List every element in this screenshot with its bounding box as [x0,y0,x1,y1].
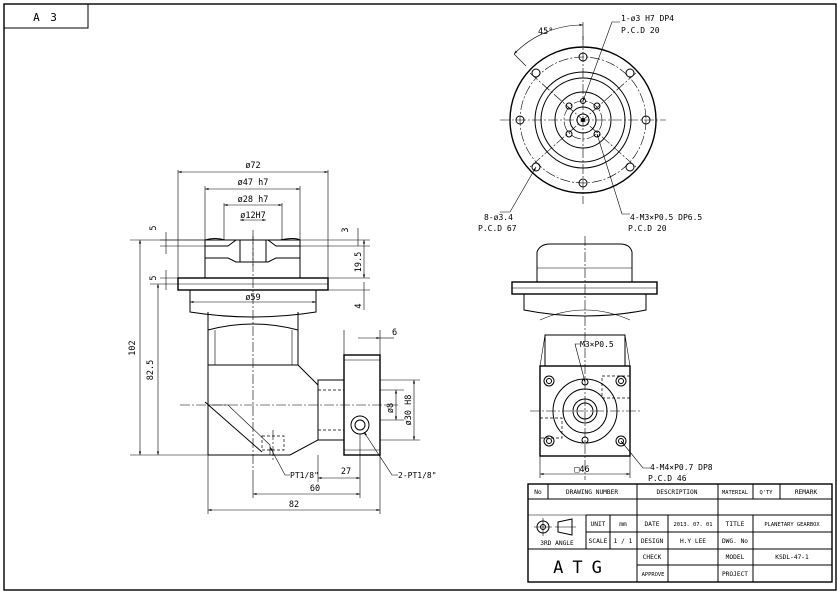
dim-w82: 82 [289,500,299,510]
tb-dwg-label: DWG. No [722,538,748,545]
tb-h-no: No [534,489,542,496]
tb-unit-label: UNIT [591,521,606,528]
note-hole8-b: P.C.D 67 [478,224,517,233]
note-m4-a: 4-M4×P0.7 DP8 [650,463,713,472]
third-angle-symbol [534,518,576,536]
dim-d8: ø8 [386,403,396,413]
note-hole4-b: P.C.D 20 [628,224,667,233]
tb-projection: 3RD ANGLE [540,540,574,547]
note-hole1-a: 1-ø3 H7 DP4 [621,14,674,23]
note-pt1: PT1/8" [290,471,319,480]
tb-h-description: DESCRIPTION [657,489,698,496]
tb-design-value: H.Y LEE [680,538,706,545]
tb-approve-label: APPROVE [642,572,665,578]
dim-d28: ø28 h7 [238,195,269,205]
front-view: 45° 1-ø3 H7 DP4 P.C.D 20 8-ø3.4 P.C.D 67… [478,14,702,233]
tb-date-value: 2013. 07. 01 [674,522,713,528]
dim-t3: 3 [341,227,351,232]
dim-t4: 4 [354,303,364,308]
tb-project-label: PROJECT [722,571,748,578]
tb-h-material: MATERIAL [722,490,748,496]
tb-model-label: MODEL [726,554,745,561]
sheet-border [3,3,837,591]
sheet-size-label: A 3 [33,11,59,24]
note-m4-b: P.C.D 46 [648,474,687,483]
note-hole8-a: 8-ø3.4 [484,213,513,222]
tb-date-label: DATE [645,521,660,528]
atg-logo: ATG [553,558,611,578]
note-hole4-a: 4-M3×P0.5 DP6.5 [630,213,702,222]
dim-sq46: □46 [574,465,589,475]
tb-scale-label: SCALE [589,538,608,545]
tb-check-label: CHECK [643,554,662,561]
tb-h-drawing-number: DRAWING NUMBER [566,489,618,496]
dim-d12: ø12H7 [240,211,266,221]
dim-d47: ø47 h7 [238,178,269,188]
tb-model-value: KSDL-47-1 [775,554,809,561]
dim-h102: 102 [128,340,138,355]
dim-t6: 6 [392,328,397,338]
note-pt2: 2-PT1/8" [398,471,437,480]
sheet-size-tag: A 3 [3,3,89,29]
pcd67-holes [515,52,651,188]
dim-t195: 19.5 [354,252,364,272]
title-block: No DRAWING NUMBER DESCRIPTION MATERIAL Q… [527,483,833,583]
dim-t5a: 5 [149,225,159,230]
tb-title-label: TITLE [726,521,745,528]
tb-scale-value: 1 / 1 [614,538,633,545]
note-m3: M3×P0.5 [580,340,614,349]
m4-corner-holes [543,375,627,447]
tb-design-label: DESIGN [641,538,664,545]
dim-w27: 27 [341,467,351,477]
tb-h-remark: REMARK [795,489,818,496]
tb-title-value: PLANETARY GEARBOX [764,522,820,528]
rear-view: M3×P0.5 □46 4-M4×P0.7 DP8 P.C.D 46 [511,236,713,483]
side-view: ø72 ø47 h7 ø28 h7 ø12H7 ø59 5 5 3 19.5 4 [128,161,437,514]
dim-h825: 82.5 [146,360,156,380]
note-hole1-b: P.C.D 20 [621,26,660,35]
dim-d59: ø59 [245,293,260,303]
tb-h-qty: Q'TY [760,490,774,496]
dim-t5b: 5 [149,275,159,280]
tb-unit-value: mm [619,521,627,528]
dim-d72: ø72 [245,161,260,171]
dim-angle: 45° [538,27,553,37]
dim-w60: 60 [310,484,320,494]
dim-d30: ø30 H8 [404,395,414,426]
